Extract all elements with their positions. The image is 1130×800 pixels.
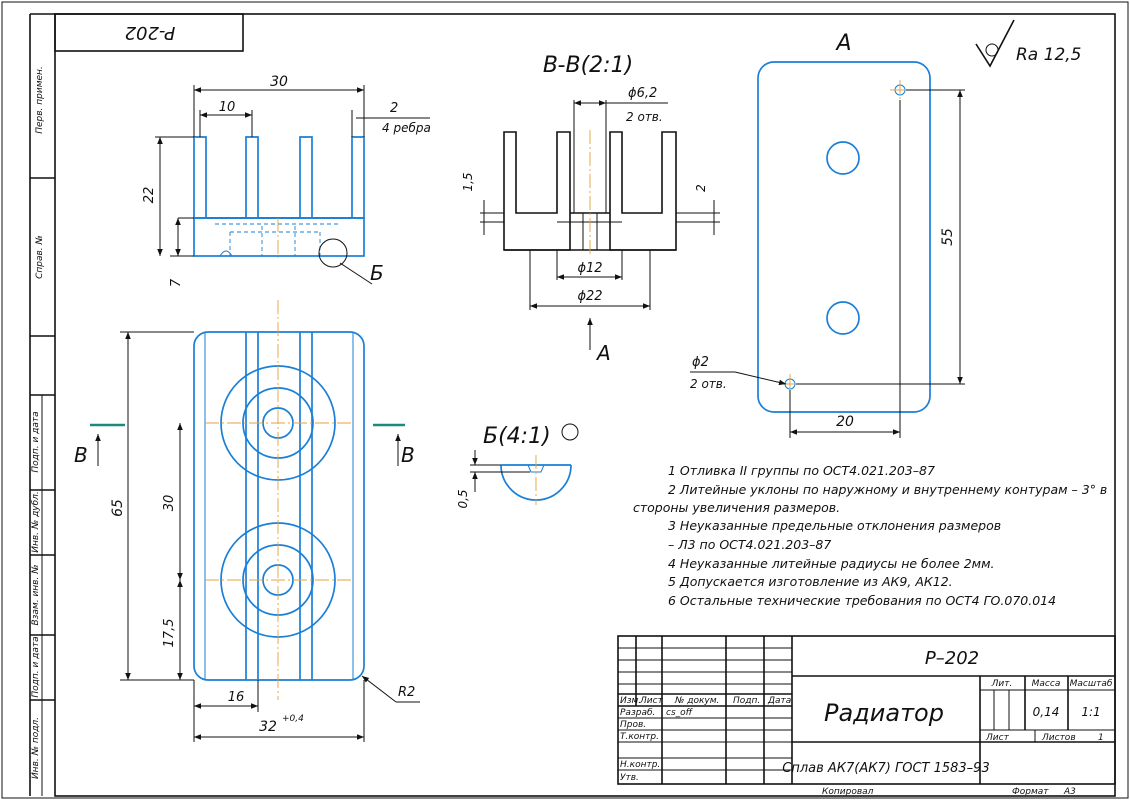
dim-section-inner: ϕ12 <box>577 261 602 276</box>
note-3b: – Л3 по ОСТ4.021.203–87 <box>668 537 831 552</box>
dim-main-width: 32 <box>259 719 277 735</box>
technical-notes: 1 Отливка II группы по ОСТ4.021.203–87 2… <box>633 463 1107 608</box>
dim-top-pitch: 10 <box>219 100 236 115</box>
detail-view: Б(4:1) 0,5 <box>456 423 579 509</box>
tb-scale-label: Масштаб <box>1070 679 1113 689</box>
side-label-perv: Перв. примен. <box>35 66 45 134</box>
tb-col-doc: № докум. <box>674 696 719 706</box>
note-3: 3 Неуказанные предельные отклонения разм… <box>668 518 1001 533</box>
dim-plate-hole: ϕ2 <box>692 355 709 370</box>
tb-row-nkontr: Н.контр. <box>620 760 660 770</box>
side-label-podp-2: Подп. и дата <box>31 636 41 697</box>
view-a: A 55 20 ϕ2 2 отв. <box>690 31 965 438</box>
cut-label-left: B <box>74 443 88 467</box>
tb-row-razrab: Разраб. <box>620 708 655 718</box>
stamp-code: P-202 <box>125 22 176 43</box>
side-label-inv-podl: Инв. № подл. <box>31 717 41 779</box>
tb-mass-value: 0,14 <box>1033 705 1060 719</box>
dim-main-tol: +0,4 <box>282 714 304 724</box>
dim-detail-depth: 0,5 <box>456 489 470 508</box>
note-1: 1 Отливка II группы по ОСТ4.021.203–87 <box>668 463 935 478</box>
dim-main-fin: 16 <box>228 690 245 705</box>
marker-b-detail: Б <box>370 261 384 285</box>
tb-format-value: А3 <box>1063 787 1076 797</box>
tb-row-tkontr: Т.контр. <box>620 732 659 742</box>
note-6: 6 Остальные технические требования по ОС… <box>668 593 1056 608</box>
side-label-inv-dubl: Инв. № дубл. <box>31 491 41 553</box>
dim-top-width: 30 <box>270 74 288 90</box>
section-arrow-label: A <box>595 341 611 365</box>
tb-copied: Копировал <box>822 787 874 797</box>
detail-title: Б(4:1) <box>483 424 551 449</box>
tb-col-list: Лист <box>639 696 664 706</box>
dim-section-hole: ϕ6,2 <box>628 86 657 101</box>
title-block-text: P–202 Радиатор Сплав АК7(АК7) ГОСТ 1583–… <box>620 648 1113 797</box>
tb-material: Сплав АК7(АК7) ГОСТ 1583–93 <box>782 761 989 776</box>
tb-part-name: Радиатор <box>824 699 944 727</box>
dim-section-outer: ϕ22 <box>577 289 602 304</box>
tb-col-sign: Подп. <box>733 696 760 706</box>
note-4: 4 Неуказанные литейные радиусы не более … <box>668 556 995 571</box>
tb-scale-value: 1:1 <box>1081 705 1100 719</box>
tb-mass-label: Масса <box>1032 679 1061 689</box>
main-view: B B 65 30 17,5 16 32 +0,4 R2 <box>74 300 420 742</box>
tb-sheets-label: Листов <box>1041 733 1076 743</box>
note-5: 5 Допускается изготовление из АК9, АК12. <box>668 574 953 589</box>
dim-section-left: 1,5 <box>461 172 475 191</box>
tb-razrab-name: cs_off <box>666 708 694 718</box>
side-label-sprav: Справ. № <box>35 235 45 279</box>
side-labels: Перв. примен. Справ. № Подп. и дата Инв.… <box>31 66 45 779</box>
roughness-mark: Ra 12,5 <box>975 19 1082 68</box>
tb-format-label: Формат <box>1012 787 1049 797</box>
dim-main-bottom: 17,5 <box>162 619 177 648</box>
dim-main-radius: R2 <box>398 685 415 700</box>
top-stamp: P-202 <box>54 13 244 52</box>
note-2: 2 Литейные уклоны по наружному и внутрен… <box>668 482 1107 497</box>
top-view: Б 30 10 2 4 ребра 22 7 <box>142 74 431 287</box>
section-view: B-B(2:1) ϕ6,2 2 отв. 1,5 2 ϕ12 ϕ22 A <box>461 53 720 365</box>
roughness-value: Ra 12,5 <box>1016 45 1082 65</box>
dim-top-fins: 4 ребра <box>382 121 431 135</box>
dim-top-base: 7 <box>169 278 184 287</box>
dim-top-fin: 2 <box>390 101 398 116</box>
side-label-vzam: Взам. инв. № <box>31 564 41 625</box>
tb-col-izm: Изм. <box>620 696 641 706</box>
tb-lit: Лит. <box>991 679 1013 689</box>
dim-plate-width: 20 <box>836 414 854 430</box>
tb-row-utv: Утв. <box>620 773 639 783</box>
dim-top-height: 22 <box>142 187 157 204</box>
tb-doc-code: P–202 <box>925 648 979 669</box>
dim-plate-length: 55 <box>940 228 956 246</box>
dim-main-height: 65 <box>110 499 126 517</box>
note-2b: стороны увеличения размеров. <box>633 500 840 515</box>
tb-sheet-label: Лист <box>985 733 1010 743</box>
section-title: B-B(2:1) <box>543 53 633 78</box>
view-a-title: A <box>834 31 851 56</box>
tb-col-date: Дата <box>767 696 791 706</box>
dim-main-between: 30 <box>162 495 177 512</box>
dim-plate-holes: 2 отв. <box>690 377 727 391</box>
tb-row-prov: Пров. <box>620 720 646 730</box>
cut-label-right: B <box>401 443 415 467</box>
side-label-podp-1: Подп. и дата <box>31 411 41 472</box>
tb-sheets-value: 1 <box>1098 733 1104 743</box>
dim-section-holes: 2 отв. <box>626 110 663 124</box>
title-block <box>617 635 1116 785</box>
dim-section-right: 2 <box>694 184 708 192</box>
